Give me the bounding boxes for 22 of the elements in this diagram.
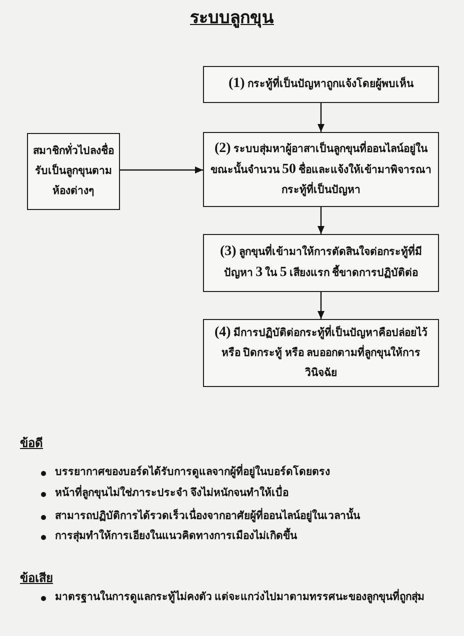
bullet-text: บรรยากาศของบอร์ดได้รับการดูแลจากผู้ที่อยู่ในบอร์ดโดยตรง bbox=[55, 463, 455, 483]
box-text: (1) กระทู้ที่เป็นปัญหาถูกแจ้งโดยผู้พบเห็น bbox=[228, 74, 414, 93]
box-text: สมาชิกทั่วไปลงชื่อรับเป็นลูกขุนตามห้องต่างๆ bbox=[33, 142, 114, 202]
arrow bbox=[318, 103, 324, 132]
bullet-text: หน้าที่ลูกขุนไม่ใช่ภาระประจำ จึงไม่หนักจนทำให้เบื่อ bbox=[55, 484, 455, 504]
process-box bbox=[203, 319, 439, 387]
diagram-title: ระบบลูกขุน bbox=[190, 7, 274, 30]
bullet-text: มาตรฐานในการดูแลกระทู้ไม่คงตัว แต่จะแกว่งไปมาตามทรรศนะของลูกขุนที่ถูกสุ่ม bbox=[55, 588, 455, 608]
box-text: (2) ระบบสุ่มหาผู้อาสาเป็นลูกขุนที่ออนไลน์อยู่ในขณะนั้นจำนวน 50 ชื่อและแจ้งให้เข้ามาพิจารณากระทู้ที่เป็นปัญหา bbox=[209, 140, 433, 198]
process-box bbox=[203, 234, 439, 292]
bullet-text: สามารถปฏิบัติการได้รวดเร็วเนื่องจากอาศัยผู้ที่ออนไลน์อยู่ในเวลานั้น bbox=[55, 507, 455, 527]
process-box bbox=[27, 133, 120, 210]
arrow bbox=[318, 292, 324, 319]
arrow bbox=[120, 166, 203, 174]
box-text: (4) มีการปฏิบัติต่อกระทู้ที่เป็นปัญหาคือปล่อยไว้ หรือ ปิดกระทู้ หรือ ลบออกตามที่ลูกขุนให้การวินิจฉัย bbox=[214, 324, 428, 380]
process-box bbox=[203, 66, 439, 103]
section-heading: ข้อดี bbox=[20, 435, 43, 452]
bullet-text: การสุ่มทำให้การเอียงในแนวคิดทางการเมืองไม่เกิดขึ้น bbox=[55, 527, 455, 547]
process-box bbox=[203, 132, 439, 207]
section-heading: ข้อเสีย bbox=[20, 570, 53, 587]
arrow bbox=[318, 207, 324, 234]
box-text: (3) ลูกขุนที่เข้ามาให้การตัดสินใจต่อกระทู้ที่มีปัญหา 3 ใน 5 เสียงแรก ชี้ขาดการปฏิบัติต่อ bbox=[219, 242, 423, 282]
